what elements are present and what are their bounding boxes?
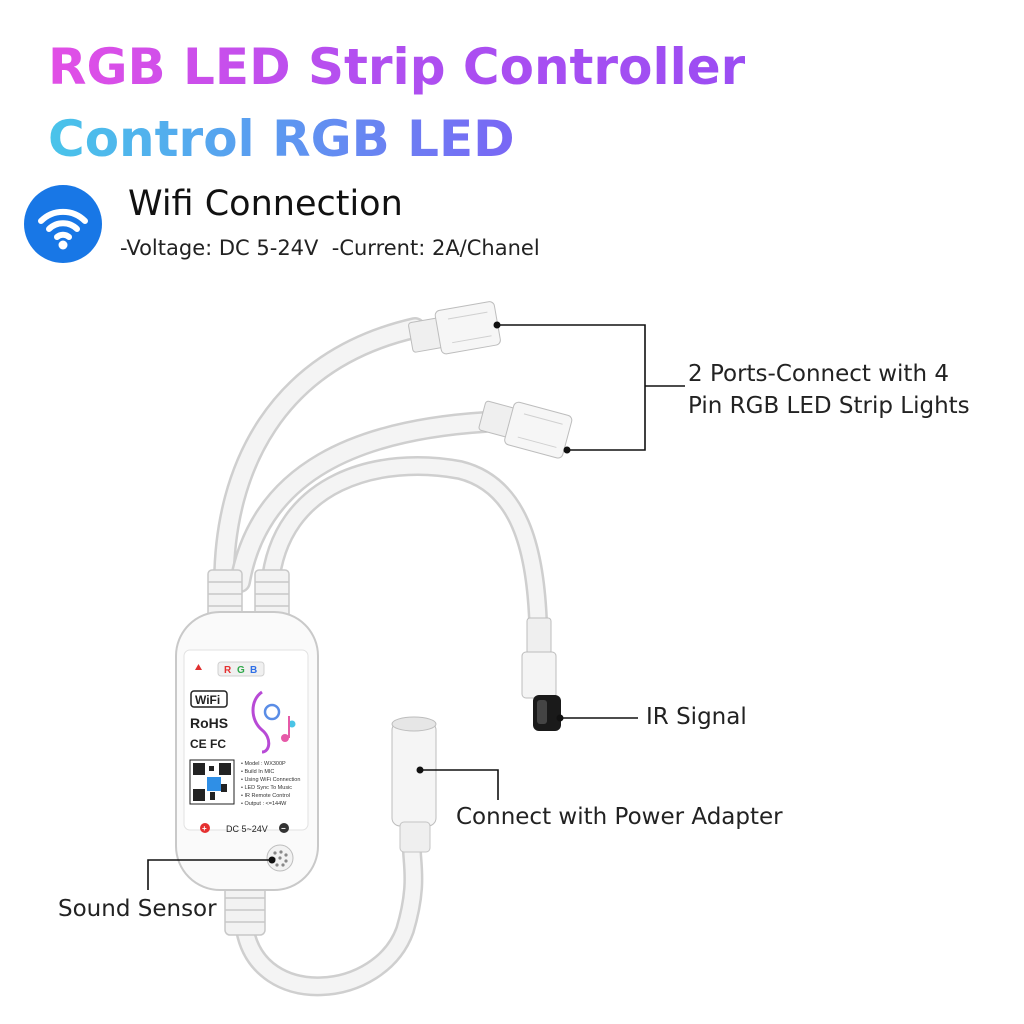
model-line: • Output : <=144W xyxy=(241,801,287,807)
heading-subtitle: Control RGB LED xyxy=(48,110,515,168)
leader-lines xyxy=(147,324,685,890)
device-label-text: R G B WiFi RoHS CE FC • Model : WX300P •… xyxy=(190,665,300,834)
model-line: • Using WiFi Connection xyxy=(241,777,300,783)
wifi-connection-label: Wifi Connection xyxy=(128,184,403,224)
sound-sensor-grille xyxy=(266,844,294,872)
plus-sign: + xyxy=(202,824,207,833)
rgb-g: G xyxy=(237,665,245,676)
model-line: • LED Sync To Music xyxy=(241,785,292,791)
callout-power-adapter: Connect with Power Adapter xyxy=(456,804,783,830)
model-line: • Model : WX300P xyxy=(241,761,286,767)
wifi-icon xyxy=(24,185,102,263)
warning-icon xyxy=(195,664,202,670)
strain-reliefs xyxy=(207,569,290,936)
rgb-connector-bottom xyxy=(478,400,573,459)
model-line: • Build In MIC xyxy=(241,769,274,775)
minus-sign: − xyxy=(281,824,286,833)
callout-sound-sensor: Sound Sensor xyxy=(58,896,217,922)
callout-ports-line1: 2 Ports-Connect with 4 xyxy=(688,361,949,387)
cert-marks: CE FC xyxy=(190,737,226,751)
callout-ir-signal: IR Signal xyxy=(646,704,747,730)
rohs-mark: RoHS xyxy=(190,715,228,731)
model-line: • IR Remote Control xyxy=(241,793,290,799)
plus-terminal-icon xyxy=(200,823,210,833)
rgb-connector-top xyxy=(408,301,501,355)
rgb-r: R xyxy=(224,665,232,676)
ir-sensor-plug xyxy=(521,617,561,731)
callout-rgb-ports: 2 Ports-Connect with 4 Pin RGB LED Strip… xyxy=(688,358,970,422)
heading-title: RGB LED Strip Controller xyxy=(48,38,746,96)
device-voltage: DC 5~24V xyxy=(226,824,268,834)
rgb-b: B xyxy=(250,665,257,676)
callout-ports-line2: Pin RGB LED Strip Lights xyxy=(688,393,970,419)
minus-terminal-icon xyxy=(279,823,289,833)
music-note-icon xyxy=(251,690,296,754)
leader-dots xyxy=(268,321,571,864)
dc-power-jack xyxy=(391,716,437,853)
specs-text: -Voltage: DC 5-24V -Current: 2A/Chanel xyxy=(120,236,540,260)
controller-body xyxy=(175,611,319,891)
qr-code xyxy=(189,759,235,805)
device-wifi-mark: WiFi xyxy=(195,693,220,707)
cables xyxy=(213,317,548,997)
